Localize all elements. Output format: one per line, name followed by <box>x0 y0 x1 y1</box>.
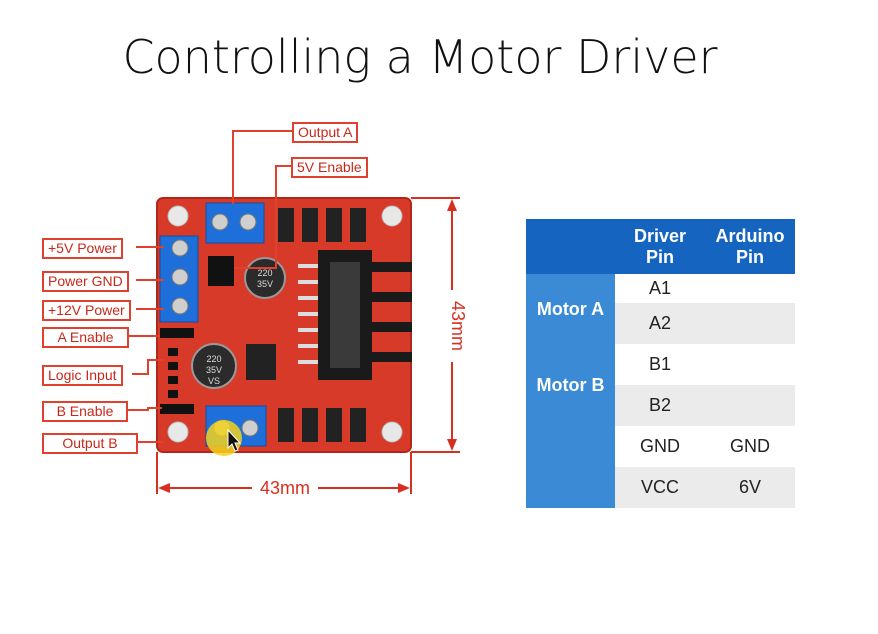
table-cell: 6V <box>705 467 795 508</box>
table-header-driver-pin: Driver Pin <box>615 219 705 274</box>
row-label-motor-b: Motor B <box>526 344 615 426</box>
svg-text:35V: 35V <box>257 279 273 289</box>
driver-pins <box>298 264 318 364</box>
mounting-hole <box>167 205 189 227</box>
pin-table: Driver Pin Arduino Pin Motor A A1 A2 Mot… <box>526 219 795 508</box>
callout-output-a: Output A <box>292 122 359 143</box>
diodes-bottom <box>278 408 366 442</box>
table-cell: B2 <box>615 385 705 426</box>
mounting-hole <box>381 421 403 443</box>
capacitor-bottom: 220 35V VS <box>191 343 237 389</box>
jumper-5v-enable <box>208 256 234 286</box>
svg-text:220: 220 <box>206 354 221 364</box>
height-label: 43mm <box>448 301 468 351</box>
table-cell <box>705 344 795 385</box>
mouse-cursor-icon <box>227 428 242 452</box>
jumper-b-enable <box>160 404 194 414</box>
callout-power-gnd: Power GND <box>42 271 129 292</box>
table-cell: GND <box>705 426 795 467</box>
jumper-a-enable <box>160 328 194 338</box>
mounting-hole <box>381 205 403 227</box>
dimension-height <box>411 197 460 453</box>
table-row: Motor A A1 <box>526 274 795 344</box>
table-cell <box>705 274 795 303</box>
callout-b-enable: B Enable <box>42 401 128 422</box>
width-label: 43mm <box>260 478 310 498</box>
callout-5v-enable: 5V Enable <box>291 157 368 178</box>
callout-5v-power: +5V Power <box>42 238 123 259</box>
callout-output-b: Output B <box>42 433 138 454</box>
capacitor-top: 220 35V <box>244 257 286 299</box>
mounting-hole <box>167 421 189 443</box>
svg-text:35V: 35V <box>206 365 222 375</box>
table-row: VCC 6V <box>526 467 795 508</box>
svg-text:220: 220 <box>257 268 272 278</box>
table-row: B2 <box>526 385 795 426</box>
voltage-regulator <box>246 344 276 380</box>
row-label-motor-a: Motor A <box>526 274 615 344</box>
callout-logic-input: Logic Input <box>42 365 123 386</box>
table-row: A2 <box>526 303 795 344</box>
table-cell <box>705 303 795 344</box>
slide-title: Controlling a Motor Driver <box>122 30 718 84</box>
callout-12v-power: +12V Power <box>42 300 131 321</box>
table-cell: GND <box>615 426 705 467</box>
table-header-arduino-pin: Arduino Pin <box>705 219 795 274</box>
dimension-width <box>156 452 412 494</box>
table-cell: B1 <box>615 344 705 385</box>
table-row: Motor B B1 <box>526 344 795 426</box>
table-cell: A2 <box>615 303 705 344</box>
callout-leaders <box>124 130 292 443</box>
table-cell <box>705 385 795 426</box>
callout-a-enable: A Enable <box>42 327 129 348</box>
logic-header-pins <box>168 348 178 398</box>
table-header-row: Driver Pin Arduino Pin <box>526 219 795 274</box>
svg-text:VS: VS <box>208 376 220 386</box>
table-cell: VCC <box>615 467 705 508</box>
table-header-blank <box>526 219 615 274</box>
row-label-empty <box>526 426 615 508</box>
table-cell: A1 <box>615 274 705 303</box>
table-row: GND GND <box>526 426 795 508</box>
diodes-top <box>278 208 366 242</box>
heatsink <box>318 250 412 380</box>
